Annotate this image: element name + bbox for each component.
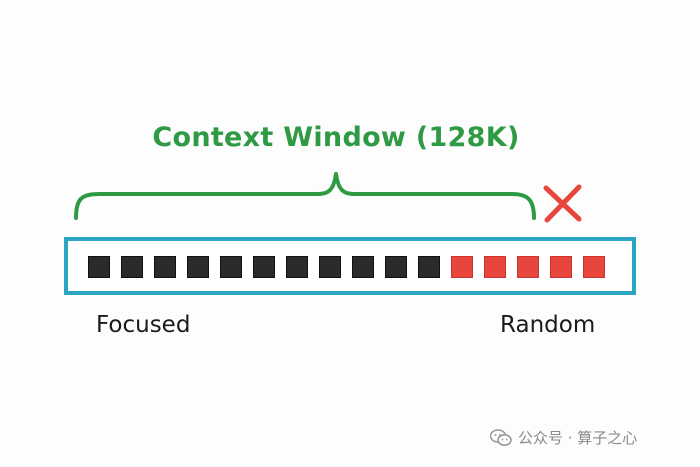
- random-token-cell: [517, 256, 539, 278]
- x-mark-icon: [543, 184, 582, 223]
- random-token-cell: [550, 256, 572, 278]
- focused-token-cell: [88, 256, 110, 278]
- focused-token-cell: [352, 256, 374, 278]
- random-label: Random: [500, 312, 596, 338]
- focused-token-cell: [286, 256, 308, 278]
- focused-token-cell: [187, 256, 209, 278]
- wechat-icon: [490, 428, 512, 446]
- random-token-cell: [484, 256, 506, 278]
- focused-token-cell: [385, 256, 407, 278]
- random-token-cell: [583, 256, 605, 278]
- focused-token-cell: [154, 256, 176, 278]
- focused-token-cell: [121, 256, 143, 278]
- focused-token-cell: [220, 256, 242, 278]
- focused-token-cell: [319, 256, 341, 278]
- watermark-text: 公众号 · 算子之心: [518, 429, 638, 447]
- focused-token-cell: [253, 256, 275, 278]
- random-token-cell: [451, 256, 473, 278]
- watermark: 公众号 · 算子之心: [490, 427, 637, 448]
- context-window-title: Context Window (128K): [152, 122, 520, 153]
- focused-token-cell: [418, 256, 440, 278]
- brace-path: [74, 172, 536, 220]
- focused-label: Focused: [96, 312, 191, 338]
